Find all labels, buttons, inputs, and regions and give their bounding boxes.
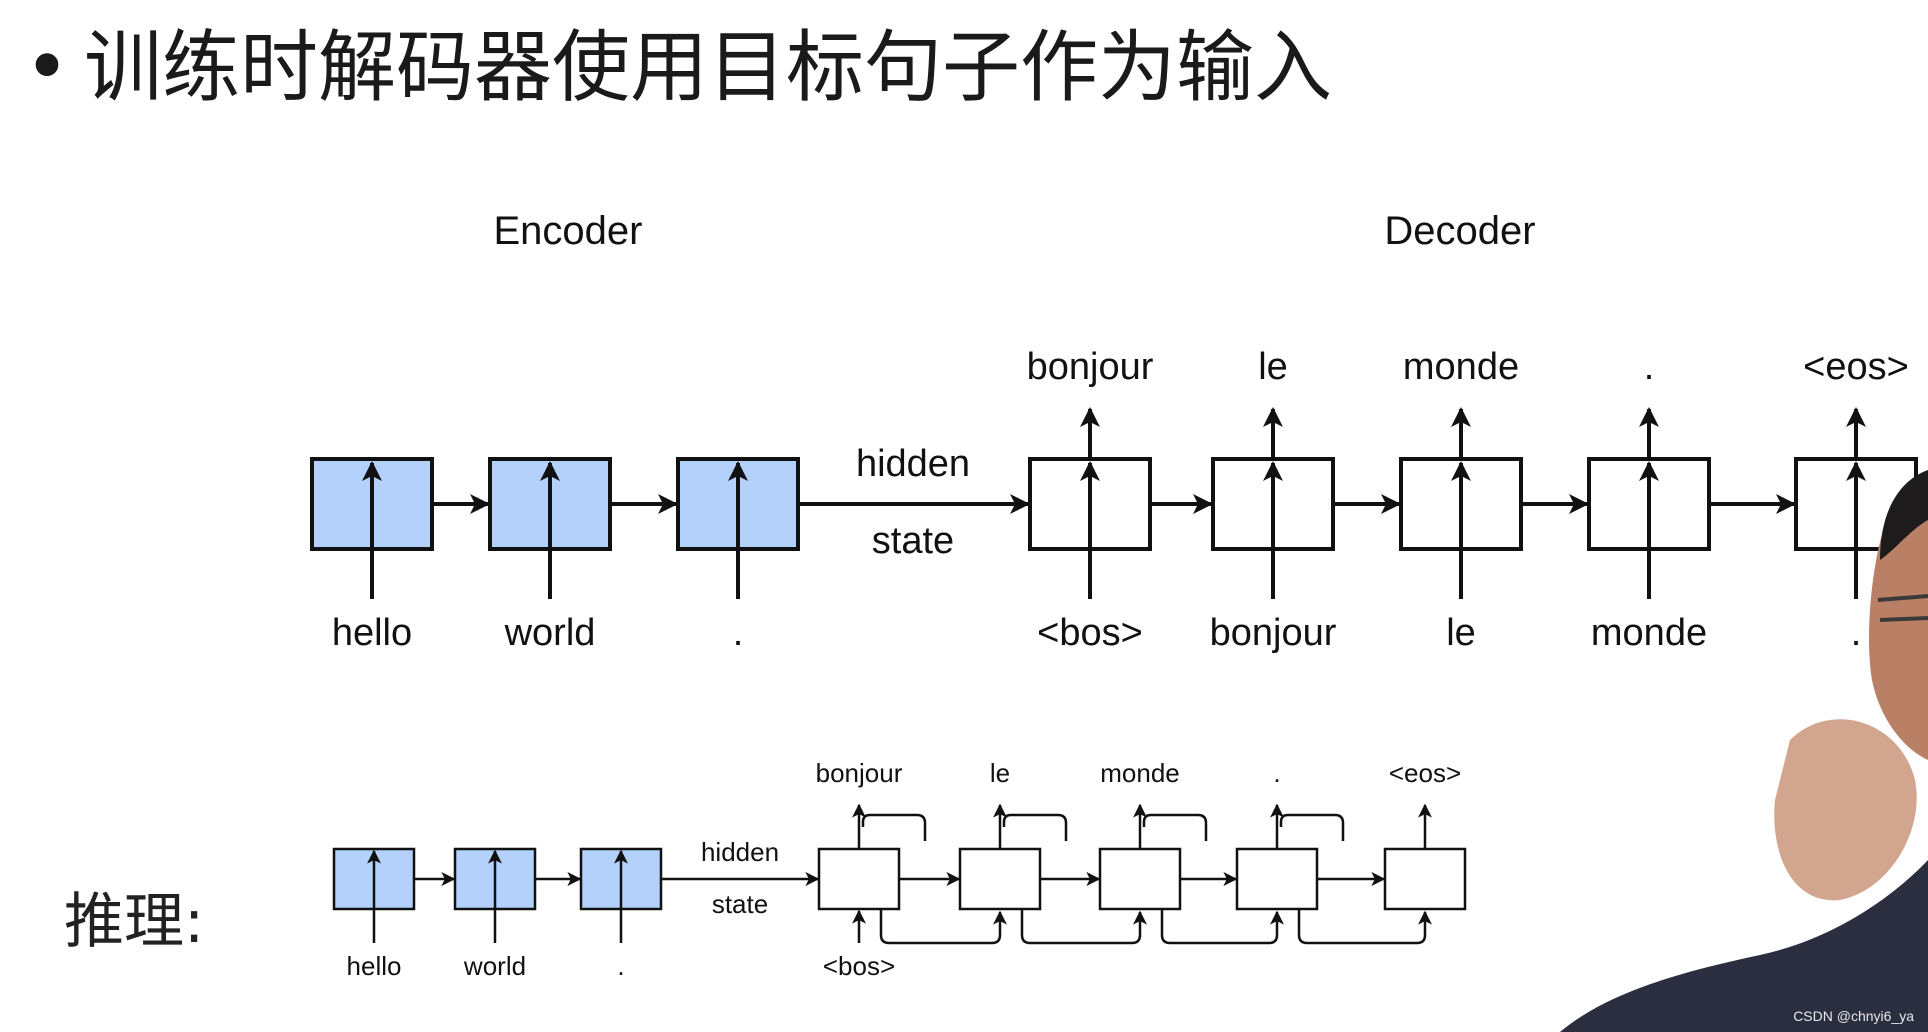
presenter-glasses	[1877, 594, 1928, 622]
decoder-output-token: <eos>	[1389, 758, 1461, 788]
encoder-input-token: hello	[347, 951, 402, 981]
encoder-input-token: .	[733, 612, 744, 654]
decoder-output-token: monde	[1100, 758, 1180, 788]
slide-title: •训练时解码器使用目标句子作为输入	[24, 18, 1332, 118]
training-diagram: Encoder Decoder hello world. hidden state <bos…	[310, 209, 1918, 654]
decoder-input-token: <bos>	[823, 951, 895, 981]
feedback-arrow	[1142, 813, 1277, 945]
decoder-output-token: le	[1258, 346, 1288, 388]
title-text: 训练时解码器使用目标句子作为输入	[84, 23, 1333, 113]
decoder-cell	[1235, 847, 1319, 911]
presenter-hair	[1880, 470, 1928, 560]
inference-label: 推理:	[64, 887, 205, 957]
decoder-input-token: <bos>	[1037, 612, 1143, 654]
decoder-input-token: monde	[1591, 612, 1707, 654]
decoder-cell	[958, 847, 1042, 911]
encoder-heading: Encoder	[494, 209, 643, 253]
decoder-output-token: <eos>	[1803, 346, 1909, 388]
hidden-state-label-top: hidden	[856, 443, 970, 485]
feedback-arrow	[861, 813, 1000, 945]
encoder-input-token: world	[504, 612, 596, 654]
decoder-output-token: monde	[1403, 346, 1519, 388]
hidden-state-label-bottom: state	[712, 889, 768, 919]
presenter-hand	[1774, 719, 1917, 901]
encoder-input-token: world	[463, 951, 526, 981]
decoder-output-token: .	[1273, 758, 1280, 788]
watermark: CSDN @chnyi6_ya	[1793, 1008, 1914, 1024]
encoder-input-token: hello	[332, 612, 412, 654]
decoder-input-token: bonjour	[1210, 612, 1337, 654]
encoder-input-token: .	[617, 951, 624, 981]
feedback-arrow	[1002, 813, 1140, 945]
decoder-output-token: bonjour	[1027, 346, 1154, 388]
decoder-heading: Decoder	[1384, 209, 1535, 253]
decoder-output-token: bonjour	[816, 758, 903, 788]
hidden-state-label-bottom: state	[872, 520, 954, 562]
feedback-arrow	[1279, 813, 1425, 945]
presenter-body	[1560, 860, 1928, 1032]
inference-diagram: hello world. hidden state bonjour le monde. <eo…	[332, 758, 1467, 981]
decoder-input-token: .	[1851, 612, 1862, 654]
decoder-input-token: le	[1446, 612, 1476, 654]
decoder-output-token: le	[990, 758, 1010, 788]
title-bullet: •	[24, 23, 71, 113]
decoder-output-token: .	[1644, 346, 1655, 388]
hidden-state-label-top: hidden	[701, 837, 779, 867]
